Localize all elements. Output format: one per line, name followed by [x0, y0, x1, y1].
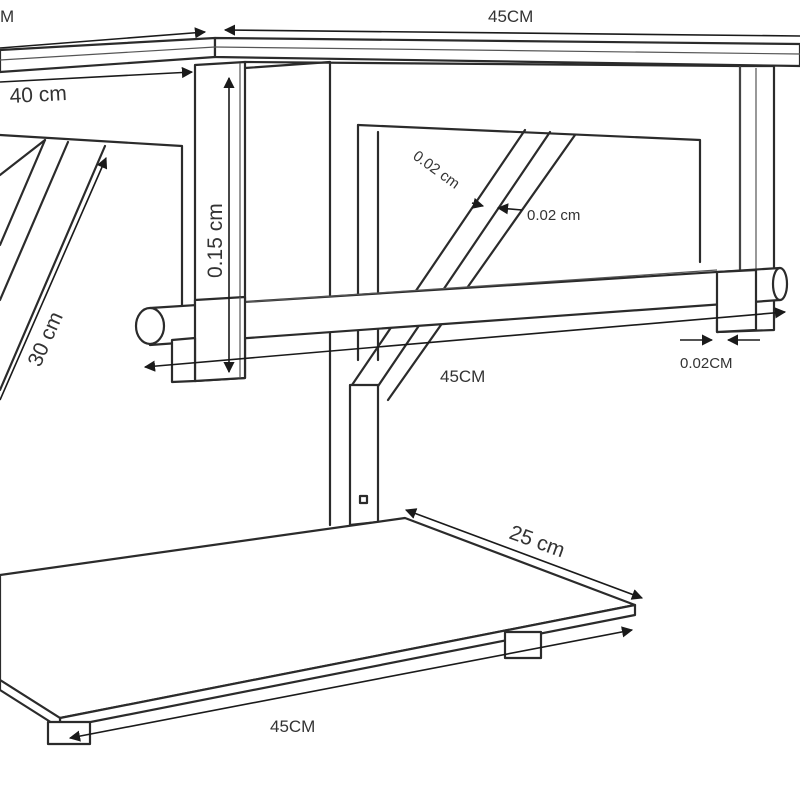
label-post-width: 0.02CM	[680, 355, 733, 372]
label-top-left-cut: M	[0, 7, 14, 26]
label-shelf-depth: 25 cm	[506, 521, 568, 562]
label-top-width: 45CM	[488, 7, 533, 26]
label-brace-width-b: 0.02 cm	[527, 207, 580, 224]
center-stem	[348, 383, 380, 527]
dimension-lines	[0, 24, 800, 742]
label-top-depth: 40 cm	[9, 82, 67, 108]
label-shelf-width: 45CM	[270, 717, 315, 736]
label-post-height: 0.15 cm	[204, 203, 227, 278]
top-board	[0, 36, 800, 74]
diagonal-brace	[350, 128, 577, 402]
label-rail-length: 45CM	[440, 367, 485, 386]
left-side-frame	[0, 133, 184, 392]
label-brace-width-a: 0.02 cm	[410, 147, 463, 192]
